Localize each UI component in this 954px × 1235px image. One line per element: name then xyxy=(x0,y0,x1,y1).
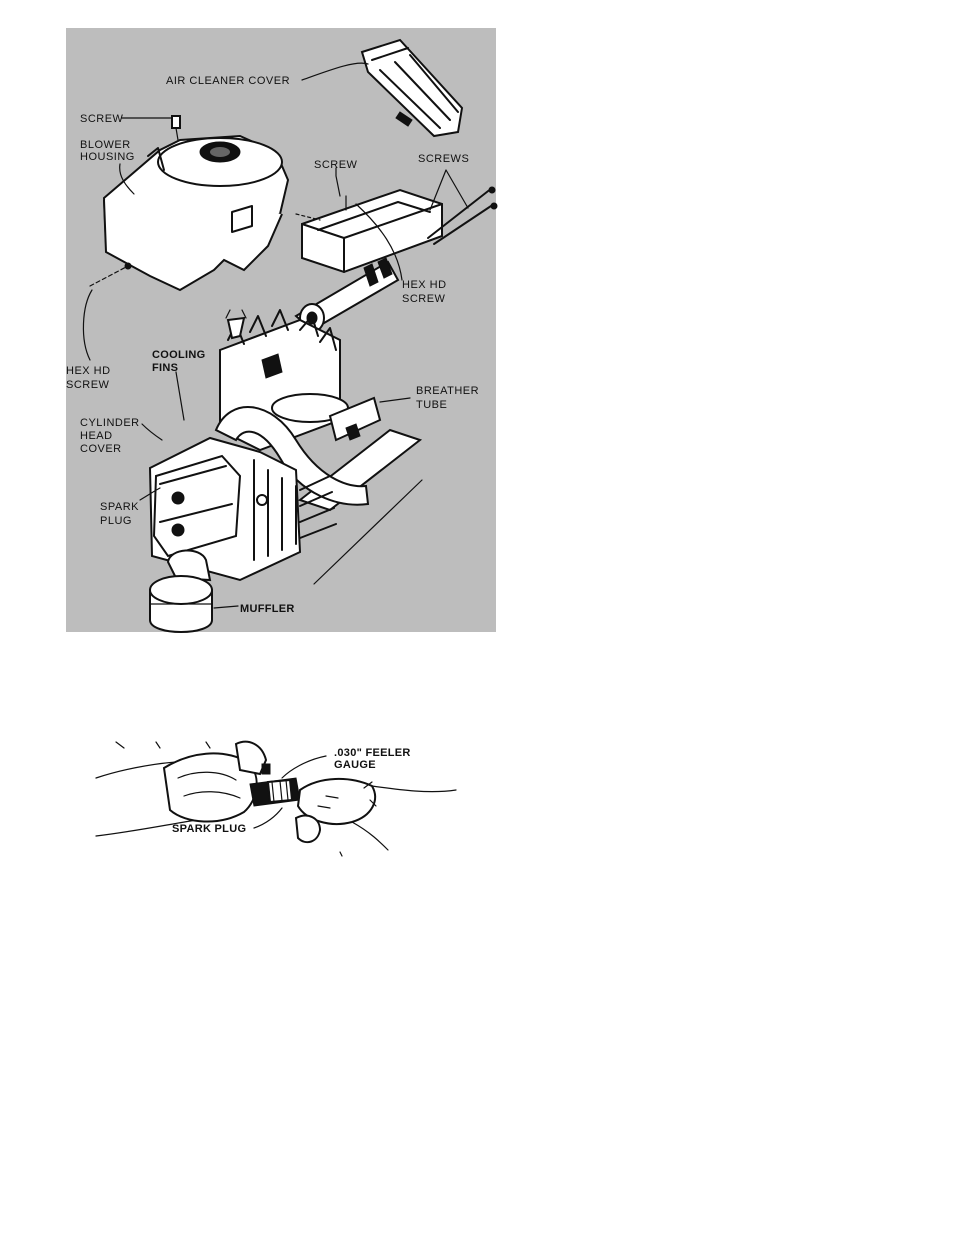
label-feeler-gauge-1: .030" FEELER xyxy=(334,747,411,759)
right-hand-drawing xyxy=(296,779,456,856)
label-feeler-gauge-2: GAUGE xyxy=(334,759,376,771)
left-hand-drawing xyxy=(96,742,266,836)
label-spark-plug: SPARK PLUG xyxy=(172,823,246,835)
